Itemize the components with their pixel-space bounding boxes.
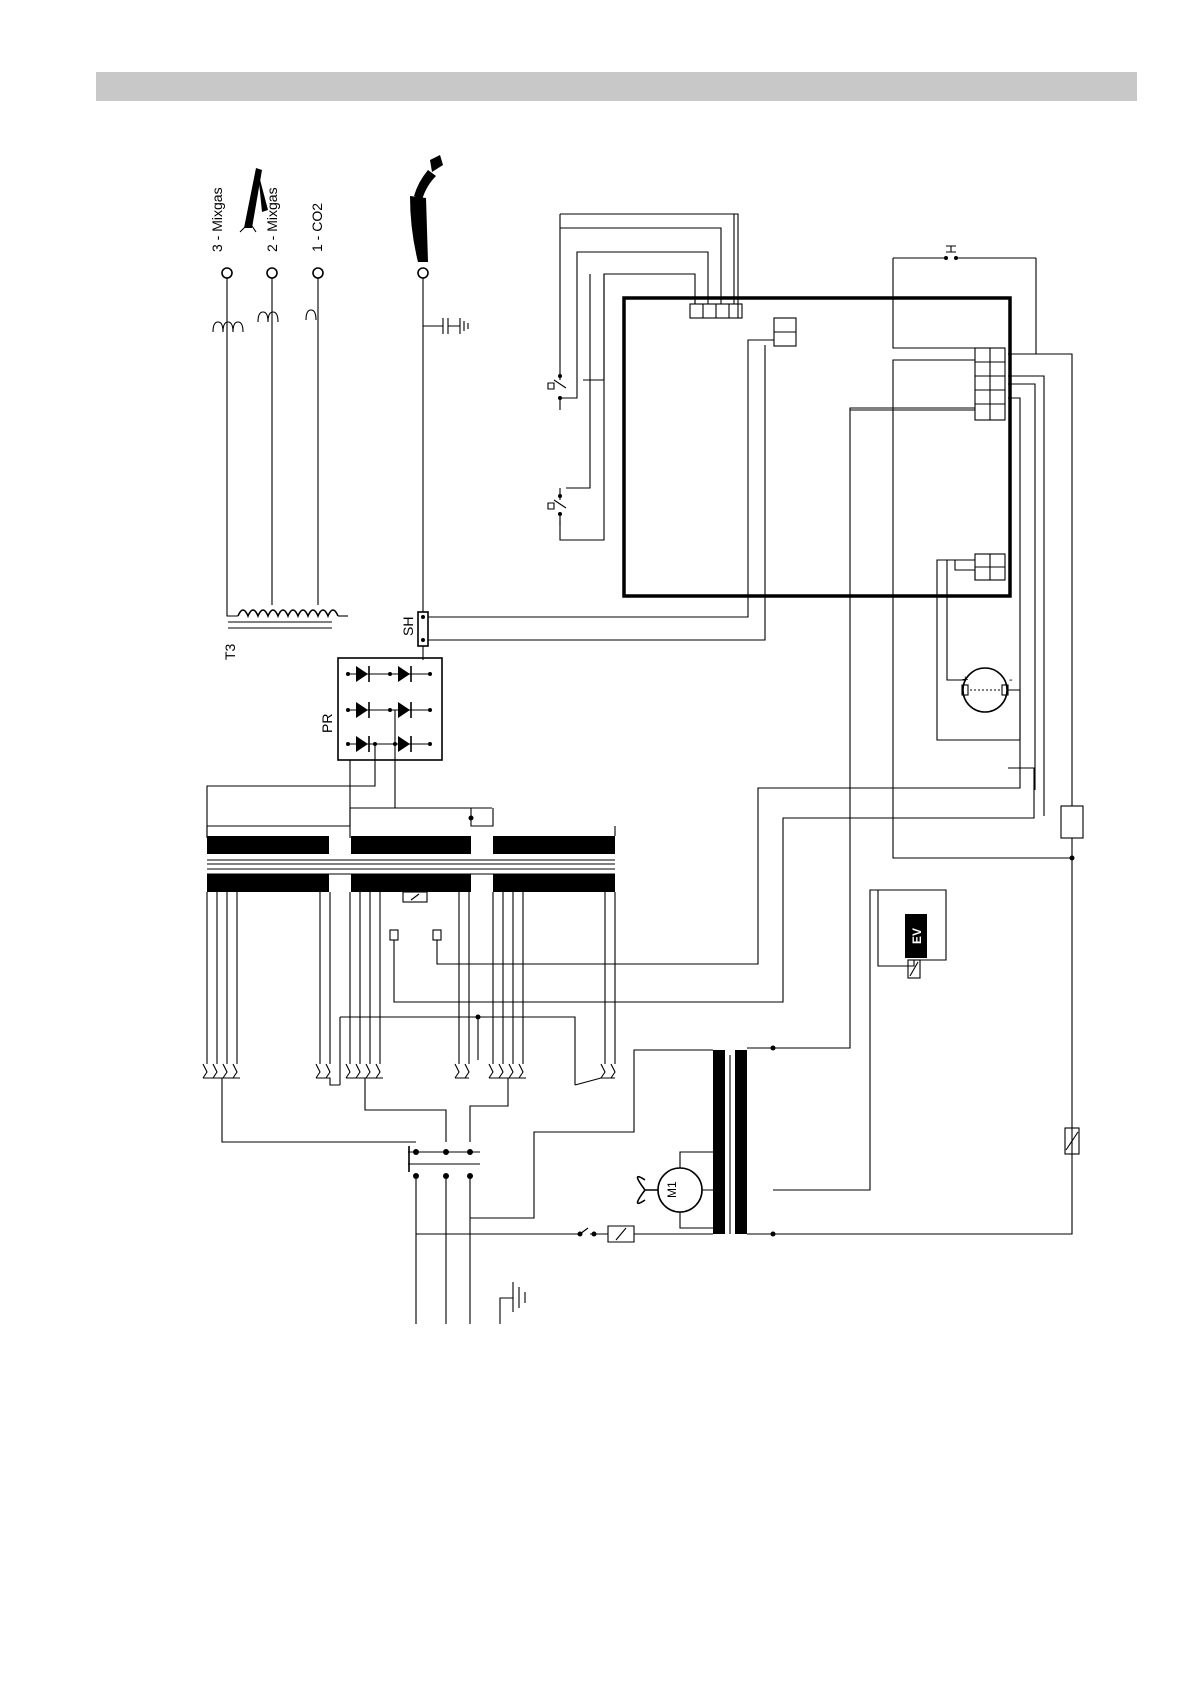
m1-label: M1 — [665, 1181, 679, 1198]
shunt-sh — [418, 612, 428, 646]
pr-label: PR — [319, 714, 335, 733]
main-switch — [408, 1146, 480, 1179]
pushbutton-3-icon — [893, 246, 1036, 260]
inductance-3-icon — [213, 322, 243, 332]
gas-label-1: 1 - CO2 — [309, 203, 325, 252]
wire-feed-motor — [937, 560, 1020, 740]
thermal-contact-a — [390, 930, 398, 940]
t3-label: T3 — [222, 643, 238, 660]
gas-label-3: 3 - Mixgas — [209, 187, 225, 252]
sh-label: SH — [400, 617, 416, 636]
aux-transformer — [713, 1050, 747, 1234]
inductance-1-icon — [306, 310, 316, 320]
ev-label: EV — [910, 928, 924, 944]
control-board — [624, 298, 1010, 596]
inductance-2-icon — [258, 312, 278, 322]
thermostat-icon — [403, 892, 427, 902]
rectifier-pr — [338, 658, 442, 760]
mains-lines — [416, 1176, 470, 1324]
tap-switch-row — [203, 1064, 615, 1085]
terminal-torch — [418, 268, 428, 278]
gas-label-2: 2 - Mixgas — [264, 187, 280, 252]
thermal-contact-b — [433, 930, 441, 940]
terminal-2 — [267, 268, 277, 278]
capacitor-ground-icon — [423, 318, 468, 334]
terminal-3 — [222, 268, 232, 278]
motor-minus-label: - — [1009, 674, 1013, 686]
terminal-1 — [313, 268, 323, 278]
pushbutton-2-icon — [548, 488, 566, 526]
earth-icon — [500, 1282, 525, 1324]
torch-icon — [410, 155, 443, 262]
motor-plus-label: + — [962, 674, 968, 686]
inductor-t3 — [228, 610, 348, 628]
primary-tap-wires — [207, 892, 615, 1085]
fuse-box — [1061, 806, 1083, 838]
pushbutton-1-icon — [548, 368, 566, 410]
main-transformer — [207, 808, 615, 892]
